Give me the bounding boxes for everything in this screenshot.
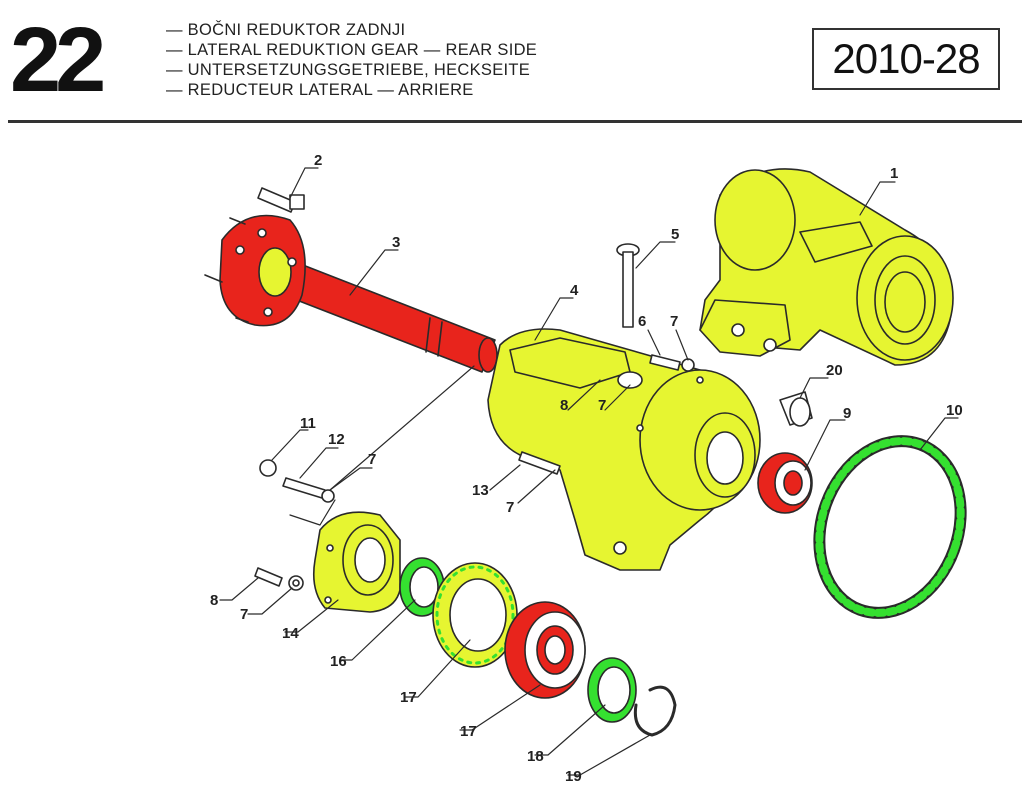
title-german: — UNTERSETZUNGSGETRIEBE, HECKSEITE bbox=[166, 61, 531, 79]
callout-7d: 7 bbox=[506, 499, 514, 516]
callout-3: 3 bbox=[392, 234, 400, 251]
callout-17b: 17 bbox=[460, 723, 477, 740]
part-5-breather bbox=[616, 243, 640, 328]
callout-18: 18 bbox=[527, 748, 544, 765]
callout-19: 19 bbox=[565, 768, 582, 785]
callout-4: 4 bbox=[570, 282, 579, 299]
part-8-bolt bbox=[254, 567, 283, 587]
callout-1: 1 bbox=[890, 165, 898, 182]
callout-12: 12 bbox=[328, 431, 345, 448]
callout-labels: 1 2 3 4 5 6 7 8 7 20 9 10 11 12 7 13 7 8… bbox=[210, 152, 963, 785]
callout-17a: 17 bbox=[400, 689, 417, 706]
callout-13: 13 bbox=[472, 482, 489, 499]
callout-16: 16 bbox=[330, 653, 347, 670]
callout-7b: 7 bbox=[598, 397, 606, 414]
callout-5: 5 bbox=[671, 226, 679, 243]
part-10-gasket bbox=[813, 435, 967, 619]
part-4-gear-housing bbox=[487, 328, 761, 571]
callout-20: 20 bbox=[826, 362, 843, 379]
part-9-bearing bbox=[757, 452, 813, 514]
title-croatian: — BOČNI REDUKTOR ZADNJI bbox=[166, 21, 406, 39]
part-17-bearing bbox=[504, 601, 586, 699]
callout-7e: 7 bbox=[240, 606, 248, 623]
title-english: — LATERAL REDUKTION GEAR — REAR SIDE bbox=[166, 41, 538, 59]
part-20-plug bbox=[779, 391, 813, 427]
callout-7a: 7 bbox=[670, 313, 678, 330]
part-6-bolt bbox=[649, 354, 695, 372]
part-2-bolt bbox=[257, 187, 305, 213]
part-11-nut bbox=[259, 459, 277, 477]
callout-10: 10 bbox=[946, 402, 963, 419]
callout-9: 9 bbox=[843, 405, 851, 422]
part-12-stud bbox=[282, 477, 335, 503]
part-1-housing bbox=[699, 168, 954, 366]
part-17-spacer bbox=[432, 562, 518, 668]
callout-11: 11 bbox=[300, 415, 316, 432]
callout-2: 2 bbox=[314, 152, 322, 169]
drawing-code: 2010-28 bbox=[812, 28, 1000, 90]
leader-lines bbox=[219, 167, 959, 776]
title-french: — REDUCTEUR LATERAL — ARRIERE bbox=[166, 81, 474, 99]
part-18-ring bbox=[587, 657, 637, 723]
part-16-seal bbox=[399, 557, 445, 617]
header-divider bbox=[8, 120, 1022, 123]
title-block: — BOČNI REDUKTOR ZADNJI — LATERAL REDUKT… bbox=[166, 20, 537, 100]
part-19-circlip bbox=[633, 685, 677, 737]
section-number: 22 bbox=[10, 9, 106, 111]
part-13-bolt bbox=[518, 451, 561, 475]
callout-8a: 8 bbox=[560, 397, 568, 414]
callout-8b: 8 bbox=[210, 592, 218, 609]
part-14-cover bbox=[312, 511, 401, 613]
part-7-washer bbox=[288, 575, 304, 591]
callout-6: 6 bbox=[638, 313, 646, 330]
callout-14: 14 bbox=[282, 625, 299, 642]
callout-7c: 7 bbox=[368, 451, 376, 468]
